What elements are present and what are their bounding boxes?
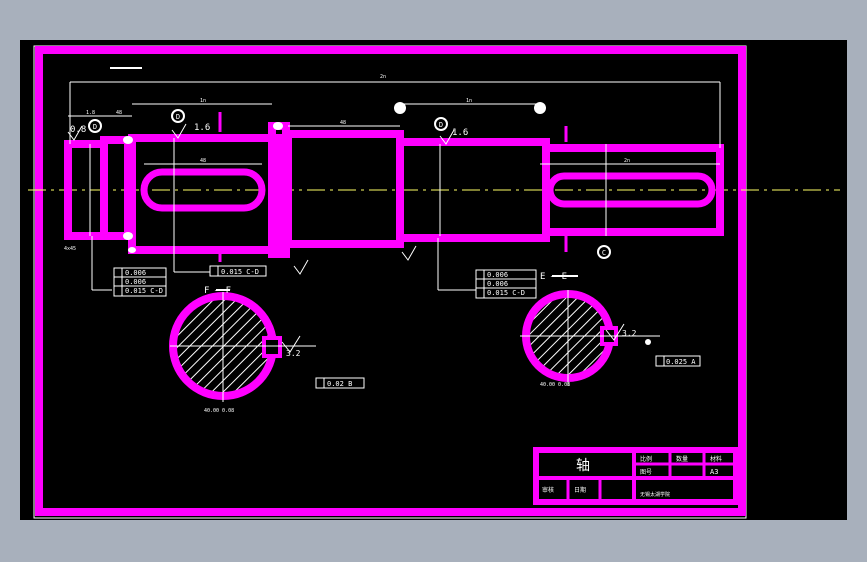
drawing-frame bbox=[35, 46, 746, 516]
svg-text:日期: 日期 bbox=[574, 486, 586, 494]
chamfer-label: 4x45 bbox=[64, 246, 76, 252]
svg-text:材料: 材料 bbox=[710, 455, 722, 463]
svg-text:0.015 C-D: 0.015 C-D bbox=[125, 287, 163, 295]
footer-note: 无锡太湖学院 bbox=[640, 491, 670, 498]
section-e-tolerance: 0.025 A bbox=[666, 358, 696, 366]
engineering-drawing: 2n 1.8 48 1n 48 1n 2n 48 4x45 0.8 1.6 1.… bbox=[28, 45, 840, 519]
section-f-label: F — F bbox=[204, 286, 231, 296]
roughness-label-5: 3.2 bbox=[622, 329, 637, 338]
left-keyway bbox=[140, 168, 266, 212]
cad-viewport[interactable]: 2n 1.8 48 1n 48 1n 2n 48 4x45 0.8 1.6 1.… bbox=[20, 40, 847, 520]
roughness-label-3: 1.6 bbox=[452, 128, 468, 138]
svg-text:0.006: 0.006 bbox=[125, 278, 146, 286]
svg-text:审核: 审核 bbox=[542, 486, 554, 494]
datum-1: D bbox=[93, 123, 97, 131]
datum-2: D bbox=[176, 113, 180, 121]
step-dim-4: 48 bbox=[340, 120, 346, 126]
svg-text:数量: 数量 bbox=[676, 455, 688, 463]
section-f-view: F — F 40.00 0.08 0.02 B 3.2 bbox=[169, 286, 365, 414]
step-dim-3: 1n bbox=[200, 98, 206, 104]
step-dim-7: 48 bbox=[200, 158, 206, 164]
right-keyway bbox=[546, 172, 716, 208]
step-dim-5: 1n bbox=[466, 98, 472, 104]
datum-3: D bbox=[439, 121, 443, 129]
roughness-label-1: 0.8 bbox=[70, 125, 86, 135]
step-dim-2: 48 bbox=[116, 110, 122, 116]
step-dim-1: 1.8 bbox=[86, 110, 95, 116]
datum-4: C bbox=[602, 249, 606, 257]
roughness-label-4: 3.2 bbox=[286, 349, 301, 358]
overall-length-dim: 2n bbox=[380, 74, 386, 80]
circle-datum-icon bbox=[88, 109, 611, 259]
svg-text:0.006: 0.006 bbox=[487, 271, 508, 279]
part-name: 轴 bbox=[576, 458, 590, 474]
svg-text:比例: 比例 bbox=[640, 455, 652, 463]
svg-text:0.006: 0.006 bbox=[125, 269, 146, 277]
svg-text:0.015 C-D: 0.015 C-D bbox=[221, 268, 259, 276]
surface-roughness-icon bbox=[67, 123, 455, 275]
step-dim-6: 2n bbox=[624, 158, 630, 164]
dimension-lines bbox=[68, 81, 721, 291]
section-cut-marks bbox=[218, 112, 568, 262]
svg-text:图号: 图号 bbox=[640, 469, 652, 476]
svg-text:0.015 C-D: 0.015 C-D bbox=[487, 289, 525, 297]
shaft-profile bbox=[64, 122, 724, 258]
section-e-view: E — E 40.00 0.08 0.025 A 3.2 bbox=[520, 272, 701, 388]
section-f-tolerance: 0.02 B bbox=[327, 380, 352, 388]
tolerance-box-left: 0.006 0.006 0.015 C-D bbox=[113, 267, 167, 297]
title-block: 轴 比例 数量 材料 图号 A3 审核 日期 无锡太湖学院 bbox=[533, 447, 739, 505]
section-f-dim: 40.00 0.08 bbox=[204, 408, 234, 414]
svg-text:0.006: 0.006 bbox=[487, 280, 508, 288]
tolerance-box-right: 0.006 0.006 0.015 C-D bbox=[475, 269, 537, 299]
svg-text:A3: A3 bbox=[710, 468, 718, 476]
edge-markers bbox=[123, 102, 546, 253]
roughness-label-2: 1.6 bbox=[194, 123, 210, 133]
section-e-label: E — E bbox=[540, 272, 567, 282]
tolerance-box-mid: 0.015 C-D bbox=[209, 265, 267, 277]
section-e-dim: 40.00 0.08 bbox=[540, 382, 570, 388]
